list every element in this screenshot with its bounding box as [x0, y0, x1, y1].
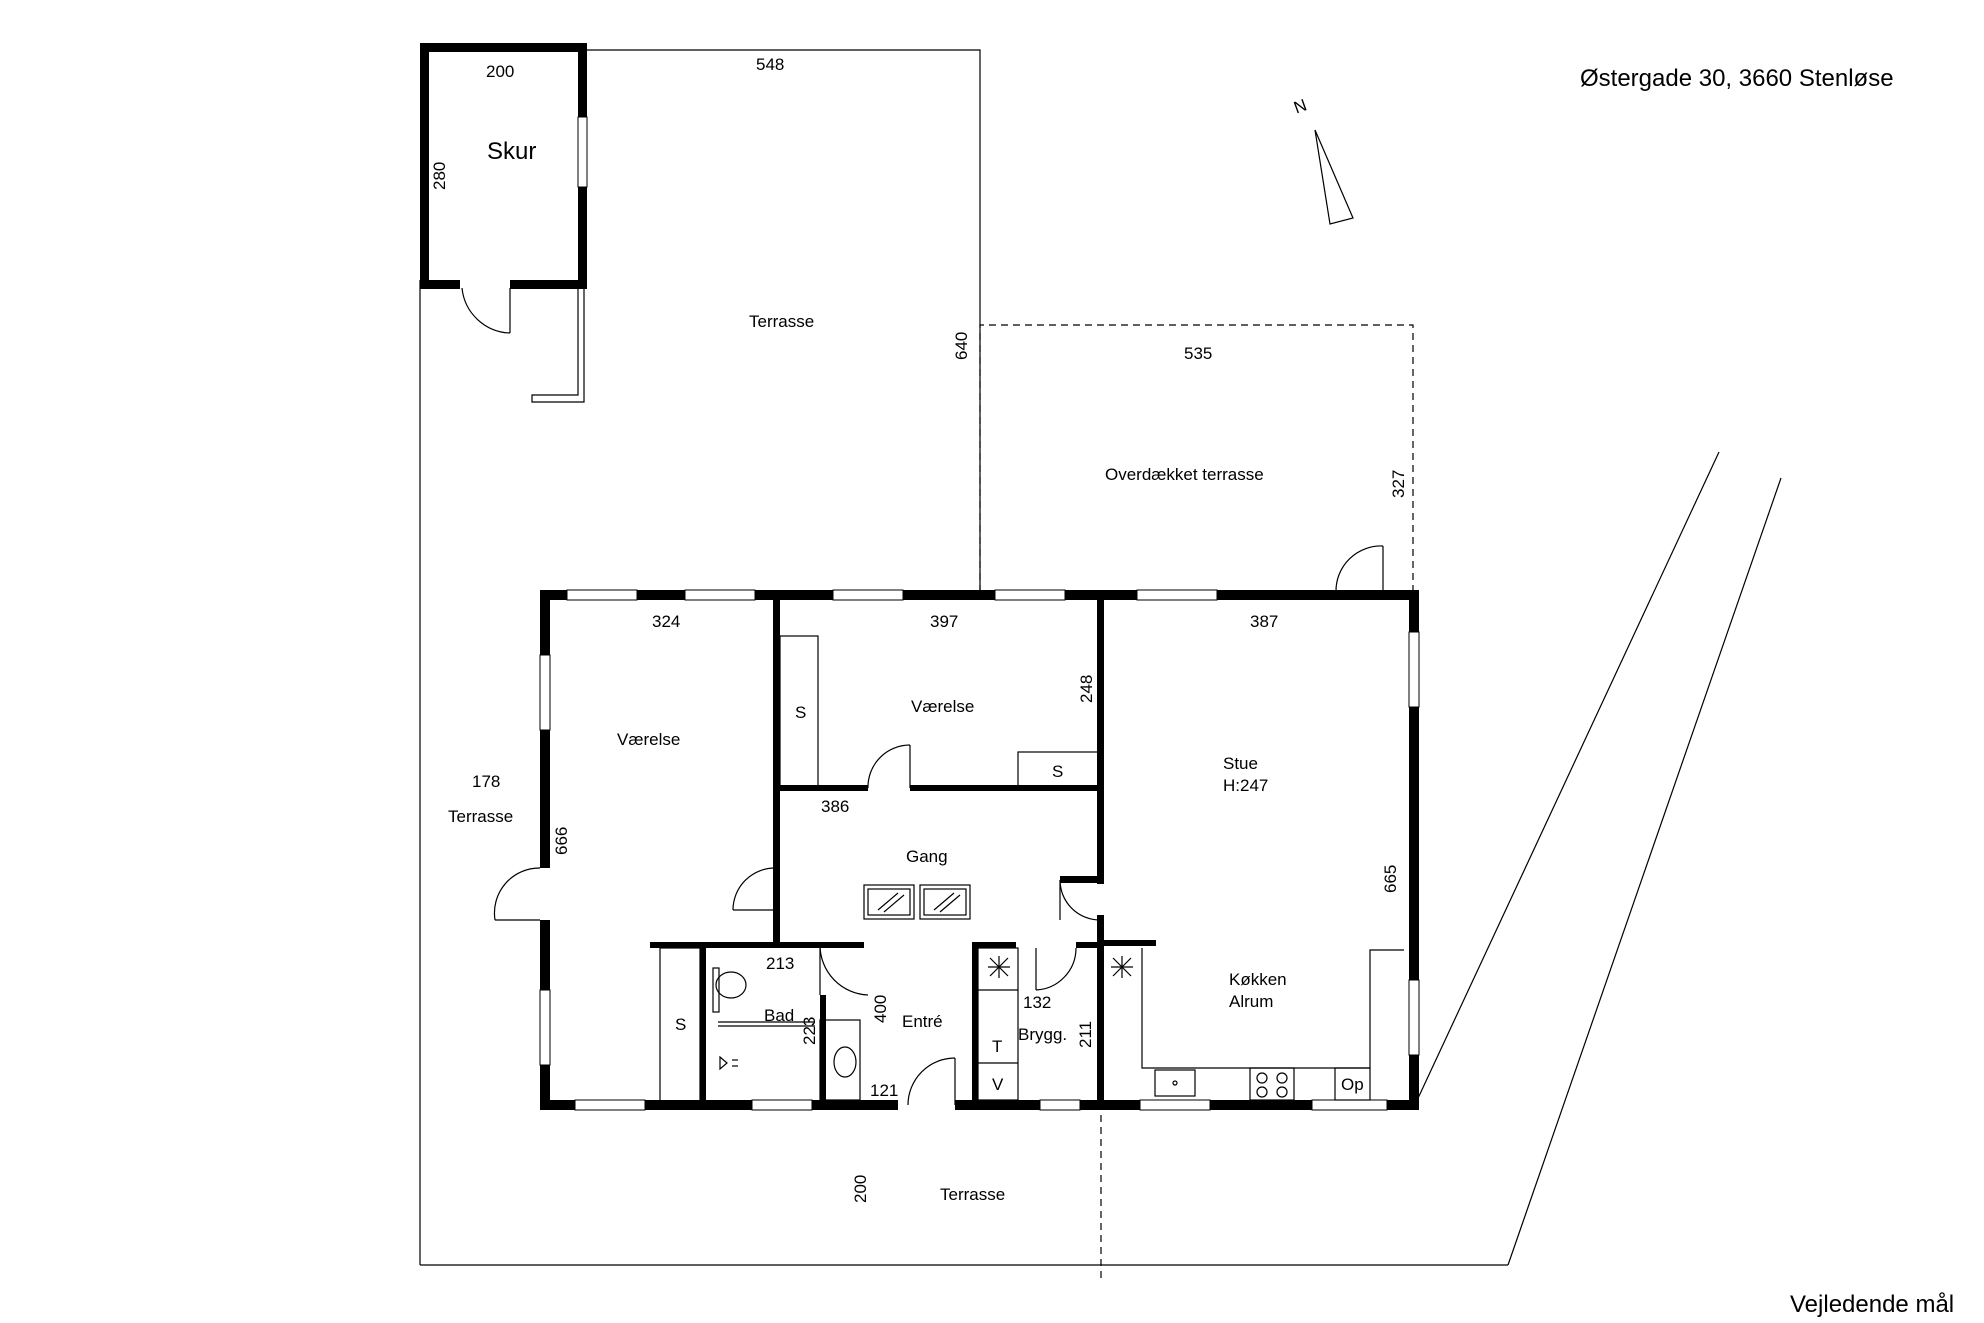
windows — [539, 589, 1420, 1111]
room-label-koekken: Køkken — [1229, 970, 1287, 989]
room-label-stue-height: H:247 — [1223, 776, 1268, 795]
disclaimer-note: Vejledende mål — [1790, 1291, 1954, 1318]
fixture-s: S — [1052, 762, 1063, 781]
vent-icon — [988, 956, 1010, 978]
dim-132: 132 — [1023, 993, 1051, 1012]
dim-280: 280 — [430, 162, 449, 190]
dim-200-bottom: 200 — [851, 1175, 870, 1203]
fixture-s: S — [795, 703, 806, 722]
dim-200-top: 200 — [486, 62, 514, 81]
room-label-bad: Bad — [764, 1006, 794, 1025]
vent-icon — [1111, 956, 1133, 978]
fixture-s: S — [675, 1015, 686, 1034]
north-arrow-icon: N — [1291, 95, 1354, 225]
dim-666: 666 — [552, 827, 571, 855]
fixture-op: Op — [1341, 1075, 1364, 1094]
room-label-overdaekket: Overdækket terrasse — [1105, 465, 1264, 484]
room-label-terrasse-top: Terrasse — [749, 312, 814, 331]
dim-327: 327 — [1389, 470, 1408, 498]
room-label-entre: Entré — [902, 1012, 943, 1031]
dim-213: 213 — [766, 954, 794, 973]
room-label-skur: Skur — [487, 138, 536, 165]
dim-665: 665 — [1381, 865, 1400, 893]
room-label-stue: Stue — [1223, 754, 1258, 773]
dim-121: 121 — [870, 1081, 898, 1100]
dim-397: 397 — [930, 612, 958, 631]
dim-400: 400 — [871, 995, 890, 1023]
room-label-brygg: Brygg. — [1018, 1025, 1067, 1044]
dim-387: 387 — [1250, 612, 1278, 631]
dim-178: 178 — [472, 772, 500, 791]
fixture-v: V — [992, 1075, 1004, 1094]
fixtures — [659, 635, 1404, 1102]
address-title: Østergade 30, 3660 Stenløse — [1580, 65, 1894, 92]
north-label: N — [1291, 95, 1309, 117]
dim-324: 324 — [652, 612, 680, 631]
doors — [493, 545, 1384, 1106]
shed — [420, 43, 588, 403]
dim-248: 248 — [1077, 675, 1096, 703]
dim-211: 211 — [1076, 1021, 1095, 1048]
fixture-t: T — [992, 1037, 1002, 1056]
room-label-terrasse-left: Terrasse — [448, 807, 513, 826]
room-label-vaerelse-left: Værelse — [617, 730, 680, 749]
room-label-alrum: Alrum — [1229, 992, 1273, 1011]
room-label-vaerelse-mid: Værelse — [911, 697, 974, 716]
dim-386: 386 — [821, 797, 849, 816]
dim-548: 548 — [756, 55, 784, 74]
house-walls — [540, 590, 1419, 1110]
dim-535: 535 — [1184, 344, 1212, 363]
dim-640: 640 — [952, 332, 971, 360]
dim-223: 223 — [800, 1017, 819, 1045]
room-label-gang: Gang — [906, 847, 948, 866]
covered-terrace-outline — [979, 324, 1414, 1282]
room-label-terrasse-bottom: Terrasse — [940, 1185, 1005, 1204]
